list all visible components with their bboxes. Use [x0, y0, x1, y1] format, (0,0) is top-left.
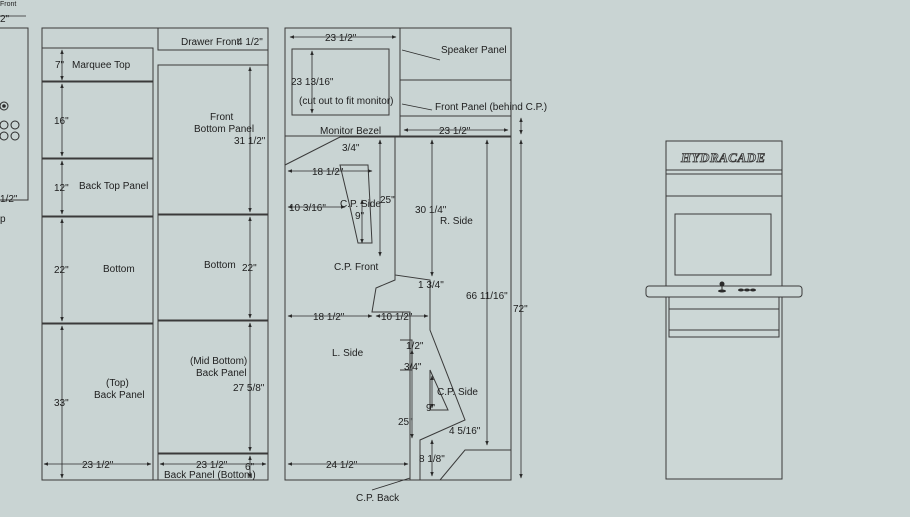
dim-18-2: 18 1/2"	[313, 312, 345, 323]
dim-24-1-2: 24 1/2"	[326, 460, 358, 471]
speaker-panel-label: Speaker Panel	[441, 45, 507, 56]
back-top-panel-label: Back Top Panel	[79, 181, 148, 192]
front-panel-label: Front Panel (behind C.P.)	[435, 102, 547, 113]
panel-front-bottom	[157, 64, 269, 215]
cp-side-2-label: C.P. Side	[437, 387, 478, 398]
monitor-dim: 23 13/16"	[291, 77, 334, 88]
panel-back-top	[41, 158, 154, 217]
panel-marquee-top	[41, 47, 154, 82]
dim-9-1: 9"	[355, 211, 365, 222]
dim-1-2: 1/2"	[406, 341, 424, 352]
bottom-right-dim: 22"	[242, 263, 257, 274]
panel-monitor-bezel	[284, 27, 401, 137]
mid-bottom-label-1: (Mid Bottom)	[190, 356, 247, 367]
marquee-top-label: Marquee Top	[72, 60, 131, 71]
cabinet-screen	[674, 213, 772, 276]
panel-drawer-front	[157, 27, 269, 51]
panel-bottom-left	[41, 216, 154, 324]
cut-sheet-2: 23 1/2" 23 13/16" (cut out to fit monito…	[284, 27, 547, 504]
r-side-label: R. Side	[440, 216, 473, 227]
front-frag-label: p	[0, 214, 6, 225]
l-side-profile	[284, 136, 411, 481]
panel-speaker	[399, 27, 512, 81]
bottom-right-label: Bottom	[204, 260, 236, 271]
front-dim-mid: 1/2"	[0, 194, 18, 205]
top-back-dim: 33"	[54, 398, 69, 409]
l-side-label: L. Side	[332, 348, 364, 359]
mid-bottom-dim: 27 5/8"	[233, 383, 265, 394]
back-panel-bottom-label: Back Panel (Bottom)	[164, 470, 256, 481]
panel-front-behind-cp	[399, 115, 512, 137]
dim-25-1: 25"	[380, 195, 395, 206]
cabinet-front-view: HYDRACADE	[645, 140, 803, 480]
dim-8-1-8: 8 1/8"	[419, 454, 445, 465]
cabinet-logo: HYDRACADE	[680, 150, 766, 165]
front-panel-width-dim: 23 1/2"	[439, 126, 471, 137]
r-side-profile	[394, 137, 511, 481]
button-row-icon	[738, 288, 756, 292]
front-dim-top: 2"	[0, 14, 10, 25]
dim-30-1-4: 30 1/4"	[415, 205, 447, 216]
panel-bottom-right	[157, 214, 269, 321]
dim-3-4b: 3/4"	[404, 362, 422, 373]
monitor-note: (cut out to fit monitor)	[299, 96, 393, 107]
dim-72: 72"	[513, 304, 528, 315]
cp-back-label: C.P. Back	[356, 493, 400, 504]
panel-back-bottom	[157, 453, 269, 481]
cp-side-1-label: C.P. Side	[340, 199, 381, 210]
cabinet-marquee	[665, 140, 783, 171]
front-panel-edge	[0, 27, 29, 201]
monitor-bezel-label: Monitor Bezel	[320, 126, 381, 137]
cut-sheet-1: 7" Marquee Top 16" 12" Back Top Panel 22…	[41, 27, 269, 481]
dim-25-2: 25"	[398, 417, 413, 428]
dim-1-3-4: 1 3/4"	[418, 280, 444, 291]
panel-16	[41, 81, 154, 159]
dim-4-5-16: 4 5/16"	[449, 426, 481, 437]
front-bottom-dim: 31 1/2"	[234, 136, 266, 147]
front-bottom-label-1: Front	[210, 112, 234, 123]
drawer-dim: 4 1/2"	[237, 37, 263, 48]
dim-66: 66 11/16"	[466, 291, 508, 302]
cp-side-piece-1	[339, 164, 373, 244]
bottom-left-label: Bottom	[103, 264, 135, 275]
width-right-dim: 23 1/2"	[196, 460, 228, 471]
dim-3-4: 3/4"	[342, 143, 360, 154]
front-bottom-label-2: Bottom Panel	[194, 124, 254, 135]
dim-10-1-2: 10 1/2"	[381, 312, 413, 323]
back-bottom-dim: 6"	[245, 462, 255, 473]
top-width-dim: 23 1/2"	[325, 33, 357, 44]
button-cluster-icon	[0, 101, 20, 141]
monitor-cutout	[291, 48, 390, 116]
cp-front-label: C.P. Front	[334, 262, 378, 273]
left-edge-fragment: Front 2" 1/2" p	[0, 1, 29, 225]
panel16-dim: 16"	[54, 116, 69, 127]
cp-side-piece-2	[429, 369, 449, 411]
marquee-dim: 7"	[55, 60, 65, 71]
panel-top-back	[41, 323, 154, 481]
dim-18-1: 18 1/2"	[312, 167, 344, 178]
joystick-icon	[718, 281, 726, 293]
front-label: Front	[0, 1, 16, 8]
bottom-left-dim: 22"	[54, 265, 69, 276]
dim-10-3-16: 10 3/16"	[289, 203, 326, 214]
panel-mid-bottom	[157, 320, 269, 454]
width-left-dim: 23 1/2"	[82, 460, 114, 471]
back-top-dim: 12"	[54, 183, 69, 194]
mid-bottom-label-2: Back Panel	[196, 368, 247, 379]
dim-9-2: 9"	[426, 403, 436, 414]
drawer-front-label: Drawer Front	[181, 37, 240, 48]
top-back-label-2: Back Panel	[94, 390, 145, 401]
sheet-1-outline	[41, 27, 269, 481]
cp-back-piece	[438, 449, 512, 481]
top-back-label-1: (Top)	[106, 378, 129, 389]
